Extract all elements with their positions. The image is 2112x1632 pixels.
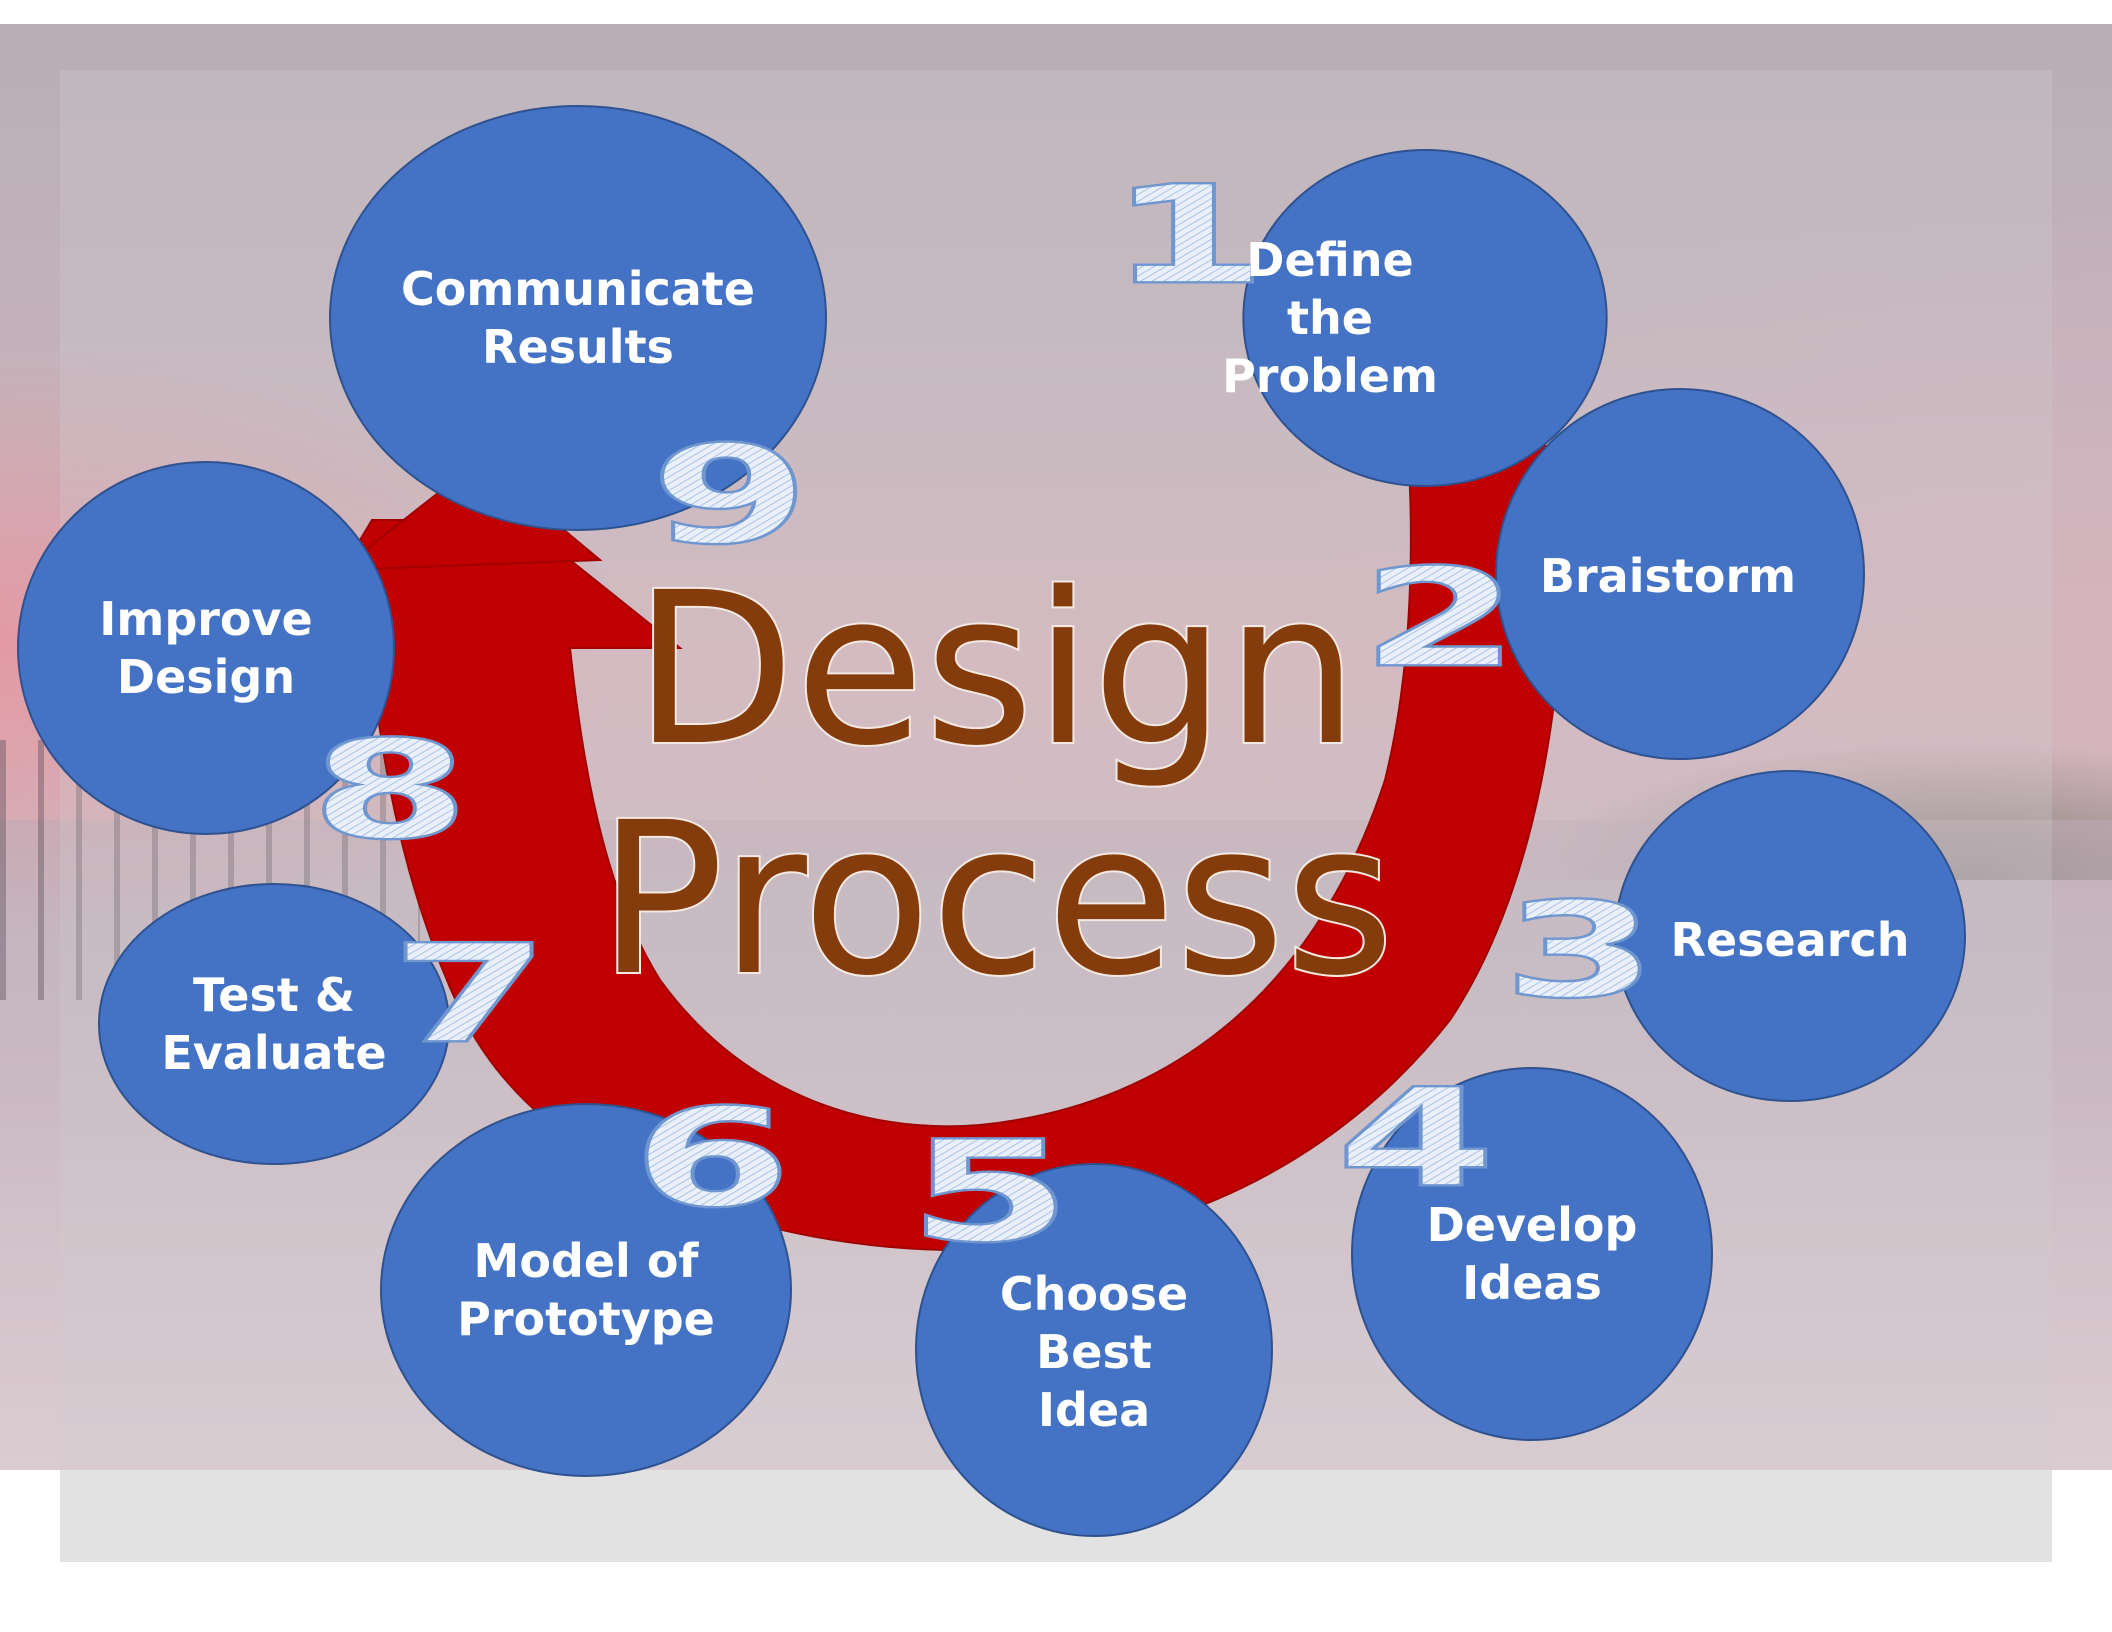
step-circle-4 xyxy=(1351,1067,1713,1441)
title-line-design: Design xyxy=(631,547,1360,792)
step-numerals: 1 2 34 567 8 9 xyxy=(309,155,1659,1275)
step-number-9: 9 xyxy=(650,417,810,575)
step-label-6: Model of Prototype xyxy=(457,1234,715,1346)
step-circles xyxy=(17,105,1966,1537)
step-number-1: 1 xyxy=(1108,157,1268,315)
step-label-3: Research xyxy=(1670,913,1910,967)
step-number-3: 3 xyxy=(1503,874,1658,1028)
step-number-6: 6 xyxy=(632,1080,792,1238)
step-label-2: Braistorm xyxy=(1539,549,1797,603)
title-line-process: Process xyxy=(596,777,1397,1022)
step-circle-3 xyxy=(1614,770,1966,1102)
step-number-8: 8 xyxy=(310,712,470,870)
step-label-7: Test & Evaluate xyxy=(161,968,387,1080)
step-label-9: Communicate Results xyxy=(401,262,755,374)
step-circle-7 xyxy=(98,883,450,1165)
step-number-2: 2 xyxy=(1360,540,1520,698)
step-circle-6 xyxy=(380,1103,792,1477)
step-circle-2 xyxy=(1495,388,1865,760)
step-number-4: 4 xyxy=(1336,1060,1496,1218)
step-label-4: Develop Ideas xyxy=(1426,1198,1638,1310)
step-circle-9 xyxy=(329,105,827,531)
step-circle-8 xyxy=(17,461,395,835)
step-label-1: Define the Problem xyxy=(1222,233,1438,403)
step-label-8: Improve Design xyxy=(99,592,313,704)
step-label-5: Choose Best Idea xyxy=(999,1267,1189,1437)
step-number-5: 5 xyxy=(908,1111,1072,1274)
step-number-7: 7 xyxy=(390,916,550,1074)
step-circle-1 xyxy=(1242,149,1608,487)
step-circle-5 xyxy=(915,1163,1273,1537)
